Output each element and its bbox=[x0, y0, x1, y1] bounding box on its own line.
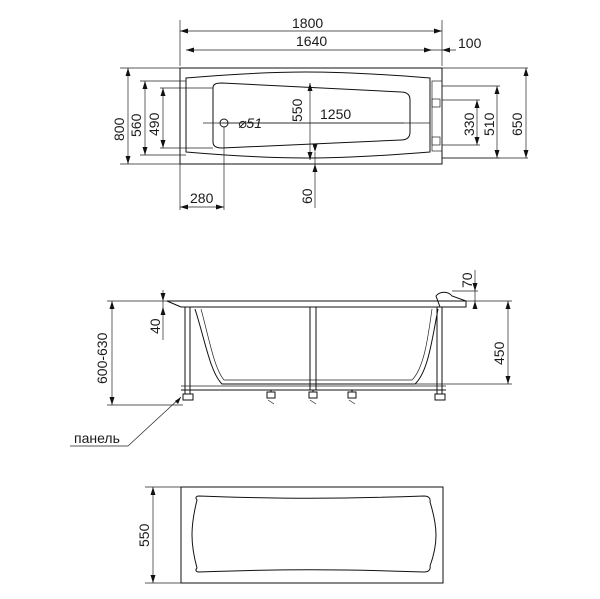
dim-rim-thickness: 40 bbox=[147, 318, 163, 334]
dim-width-510: 510 bbox=[481, 112, 497, 136]
headrest bbox=[435, 291, 467, 308]
dim-height-range: 600-630 bbox=[94, 332, 110, 384]
dim-bowl-length: 1640 bbox=[296, 33, 327, 49]
dim-rim-offset: 60 bbox=[299, 188, 315, 204]
dim-width-330: 330 bbox=[461, 112, 477, 136]
dim-width-490: 490 bbox=[146, 112, 162, 136]
dim-headrest-height: 70 bbox=[459, 272, 475, 288]
top-view-bowl-outline bbox=[185, 71, 431, 159]
dim-overall-width: 800 bbox=[111, 117, 127, 141]
top-view-inner-bowl bbox=[212, 82, 411, 149]
side-view-bowl bbox=[194, 308, 439, 385]
dim-width-560: 560 bbox=[128, 113, 144, 137]
dim-inner-width: 550 bbox=[289, 98, 305, 122]
front-panel-outline bbox=[180, 486, 444, 584]
front-panel-relief bbox=[191, 495, 437, 573]
panel-view: 550 bbox=[136, 486, 444, 584]
dim-drain-offset: 280 bbox=[190, 190, 214, 206]
panel-label: панель bbox=[74, 430, 120, 446]
top-view-outer-rim bbox=[179, 67, 443, 165]
side-view: 600-630 40 70 450 панель bbox=[70, 270, 512, 447]
dim-drain-diameter: ⌀51 bbox=[238, 115, 262, 131]
dim-depth: 450 bbox=[491, 341, 507, 365]
dim-end-offset: 100 bbox=[458, 35, 482, 51]
dim-panel-height: 550 bbox=[136, 523, 152, 547]
top-view: 1800 1640 100 1250 550 ⌀51 800 560 bbox=[111, 15, 529, 210]
top-view-tap-deck bbox=[431, 80, 443, 152]
dim-inner-length: 1250 bbox=[320, 106, 351, 122]
dim-width-650: 650 bbox=[509, 112, 525, 136]
dim-overall-length: 1800 bbox=[292, 15, 323, 31]
